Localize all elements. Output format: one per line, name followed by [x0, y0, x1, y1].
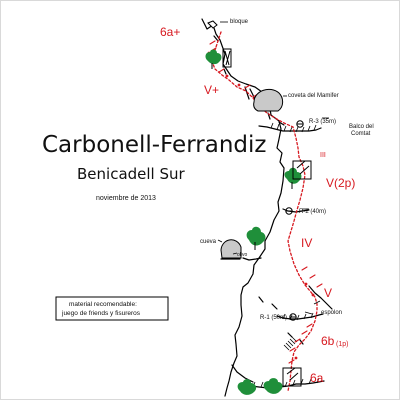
leader-lines: [217, 21, 329, 315]
tree-icon: [263, 378, 283, 394]
belay-r3-icon: [296, 120, 304, 128]
boulder-coveta: [253, 88, 284, 112]
grade-6aplus: 6a+: [160, 25, 180, 39]
label-espolon: espolon: [321, 310, 342, 316]
page-subtitle: Benicadell Sur: [77, 165, 186, 183]
grade-6b: 6b: [321, 334, 335, 348]
rock-outline: [201, 18, 333, 397]
equipment-note-line-2: juego de friends y fisureros: [61, 310, 141, 317]
grade-v: V: [324, 286, 332, 300]
equipment-note-box: [55, 296, 169, 321]
grade-6a: 6a: [310, 371, 324, 385]
grade-v2p: V(2p): [326, 176, 355, 190]
belay-r1-icon: [289, 313, 297, 321]
chimney-box-upper: [292, 160, 312, 180]
markers: [222, 48, 312, 387]
label-r2: R-2 (40m): [299, 209, 326, 215]
tree-icon: [205, 49, 222, 69]
rock-hatching: [252, 122, 320, 389]
grade-6b-detail: (1p): [336, 341, 348, 348]
label-r3: R-3 (35m): [309, 119, 336, 125]
label-balco-1: Balco del: [349, 124, 374, 130]
label-bloque: bloque: [230, 19, 249, 25]
chimney-box-lower: [282, 367, 302, 387]
equipment-note-line-1: material recomendable:: [69, 301, 137, 308]
page-title: Carbonell-Ferrandiz: [42, 132, 266, 158]
grade-iii: III: [320, 152, 326, 159]
route-line: [210, 31, 318, 392]
tree-icons: [205, 49, 302, 395]
tree-icon: [237, 379, 257, 395]
grade-vplus: V+: [204, 83, 219, 97]
label-balco-2: Comtat: [351, 131, 371, 137]
label-olivo: olivo: [237, 252, 248, 258]
label-coveta: coveta del Mamifer: [288, 93, 339, 99]
belay-r2-icon: [285, 207, 293, 215]
date-label: noviembre de 2013: [96, 195, 156, 202]
label-r1: R-1 (50m): [260, 315, 287, 321]
tree-icon: [246, 226, 266, 250]
crack-box-top: [222, 48, 232, 68]
grade-iv: IV: [301, 236, 312, 250]
small-rock-top: [207, 20, 218, 29]
label-cueva: cueva: [200, 239, 217, 245]
